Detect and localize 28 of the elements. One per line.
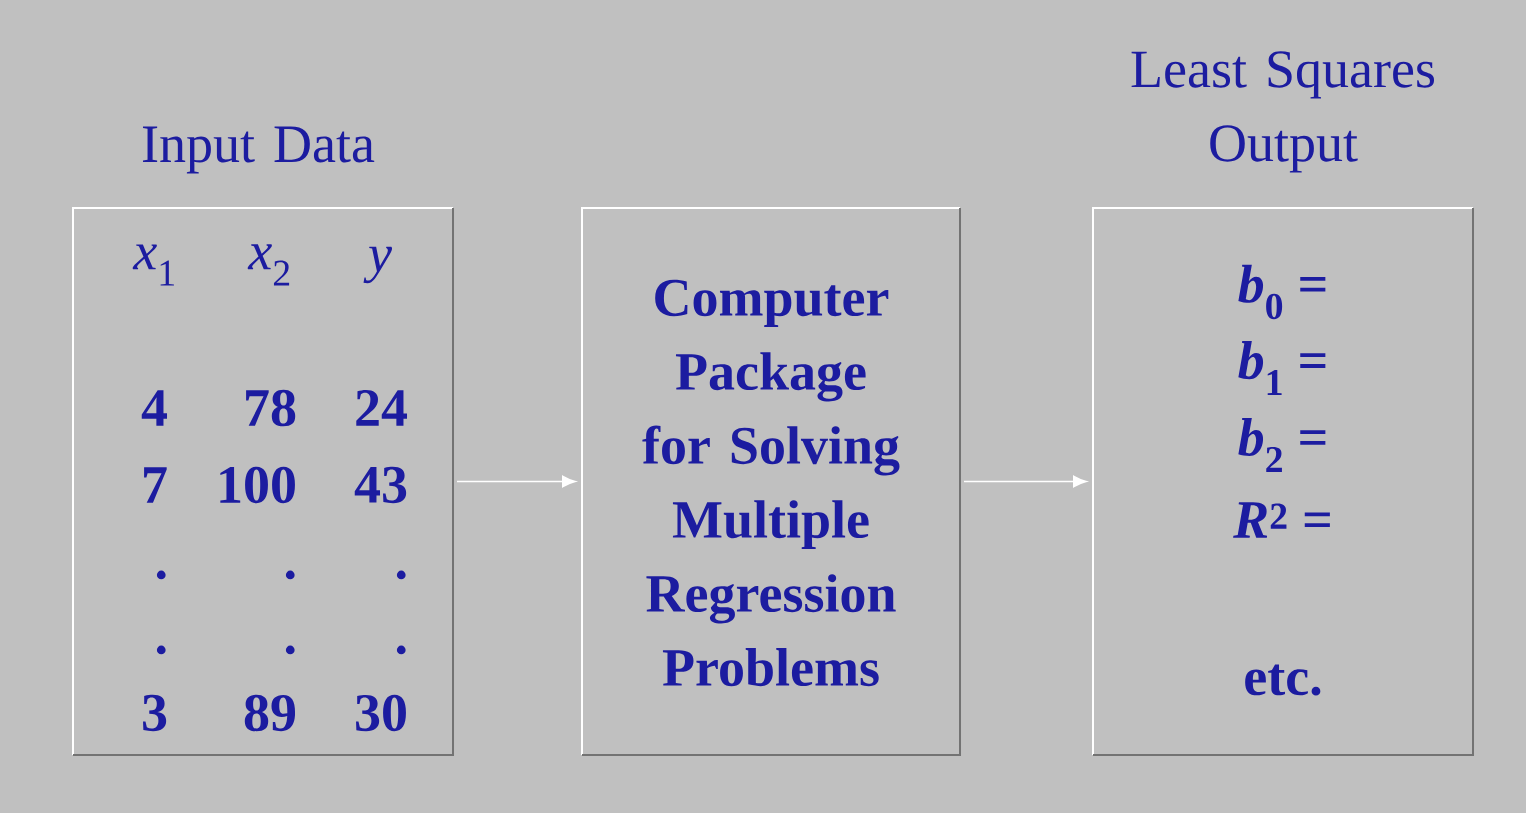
- arrow: [456, 475, 576, 488]
- output-line: etc.: [1245, 664, 1321, 696]
- table-cell: .: [156, 645, 166, 655]
- output-line: b$_{0}$ =: [1238, 264, 1326, 320]
- output-line: b$_{2}$ =: [1238, 418, 1326, 472]
- column-header: x$_{1}$: [132, 244, 174, 286]
- table-cell: 100: [220, 466, 295, 504]
- heading: Input Data: [143, 126, 375, 174]
- table-cell: 43: [354, 466, 407, 504]
- column-header: x$_{2}$: [247, 244, 290, 286]
- table-cell: 78: [246, 389, 296, 427]
- table-cell: .: [396, 570, 406, 580]
- table-cell: 7: [144, 467, 167, 503]
- table-cell: 89: [244, 694, 296, 732]
- table-cell: .: [285, 570, 295, 580]
- output-line: R$^{2}$ =: [1233, 502, 1330, 538]
- table-cell: .: [396, 645, 406, 655]
- table-cell: 24: [356, 390, 407, 426]
- column-header: y: [363, 246, 392, 284]
- table-cell: .: [285, 645, 295, 655]
- process-box: Computer Package for Solving Multiple Regression Problems: [581, 207, 961, 756]
- heading: Least Squares Output: [1131, 51, 1434, 173]
- table-cell: 3: [143, 694, 167, 732]
- table-cell: .: [156, 570, 166, 580]
- output-line: b$_{1}$ =: [1238, 341, 1326, 395]
- table-cell: 4: [141, 390, 167, 426]
- table-cell: 30: [356, 694, 406, 732]
- arrow: [963, 475, 1087, 488]
